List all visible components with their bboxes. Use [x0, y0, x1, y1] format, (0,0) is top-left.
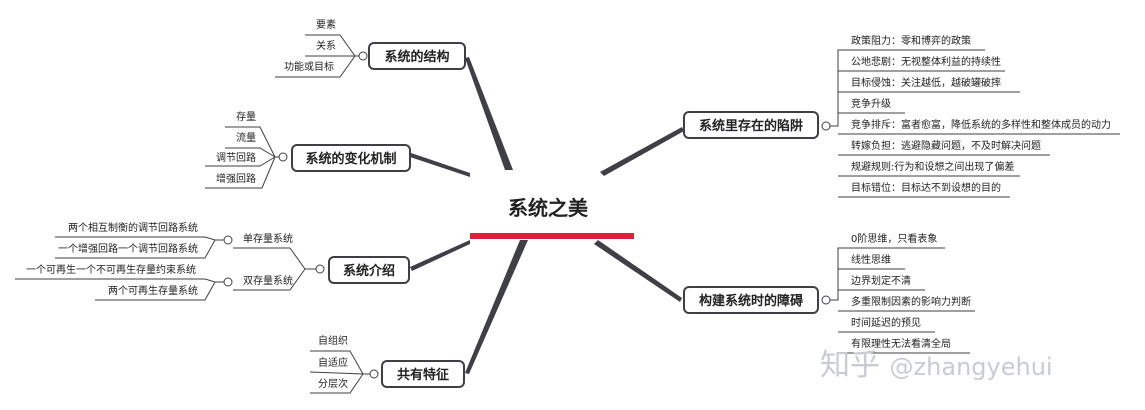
leaf-change-0: 存量 [236, 112, 256, 123]
leaf-traps-0: 政策阻力：零和博弈的政策 [851, 36, 971, 47]
leaf-change-3: 增强回路 [216, 174, 256, 185]
node-common[interactable]: 共有特征 [381, 360, 465, 388]
leaf-traps-5: 转嫁负担：逃避隐藏问题，不及时解决问题 [851, 141, 1041, 152]
root-title: 系统之美 [508, 196, 588, 220]
leaf-traps-3: 竞争升级 [851, 99, 891, 110]
link-root-structure [465, 57, 513, 170]
leaf-common-2: 分层次 [318, 379, 348, 390]
watermark-handle: @zhangyehui [889, 353, 1053, 381]
watermark-brand: 知乎 [820, 348, 880, 383]
group-intro-0: 单存量系统 [243, 234, 293, 245]
leaf-traps-6: 规避规则:行为和设想之间出现了偏差 [851, 162, 1015, 173]
leaf-structure-2: 功能或目标 [284, 62, 334, 73]
root-underline [470, 233, 634, 239]
link-root-obstacles [594, 240, 682, 302]
leaf-structure-1: 关系 [316, 41, 336, 52]
leaf-traps-1: 公地悲剧：无视整体利益的持续性 [851, 57, 1001, 68]
leaf-structure-0: 要素 [316, 20, 336, 31]
node-intro[interactable]: 系统介绍 [328, 256, 410, 284]
node-change[interactable]: 系统的变化机制 [291, 144, 411, 172]
group-intro-1: 双存量系统 [243, 276, 293, 287]
link-root-common [465, 240, 528, 374]
leaf-change-2: 调节回路 [216, 153, 256, 164]
leaf-obstacles-2: 边界划定不清 [851, 276, 911, 287]
leaf-obstacles-1: 线性思维 [851, 255, 891, 266]
node-structure[interactable]: 系统的结构 [368, 42, 466, 70]
link-root-traps [600, 127, 684, 176]
leaf-intro-1-0: 一个可再生一个不可再生存量约束系统 [26, 265, 196, 276]
link-root-change [410, 153, 470, 177]
leaf-traps-2: 目标侵蚀：关注越低，越破罐破摔 [851, 78, 1001, 89]
leaf-traps-7: 目标错位：目标达不到设想的目的 [851, 183, 1001, 194]
leaf-intro-0-1: 一个增强回路一个调节回路系统 [58, 244, 198, 255]
leaf-obstacles-3: 多重限制因素的影响力判断 [851, 297, 971, 308]
leaf-obstacles-0: 0阶思维，只看表象 [851, 234, 938, 245]
leaf-intro-0-0: 两个相互制衡的调节回路系统 [68, 223, 198, 234]
leaf-common-0: 自组织 [318, 336, 348, 347]
watermark: 知乎 @zhangyehui [820, 340, 1053, 384]
leaf-obstacles-5: 有限理性无法看清全局 [851, 339, 951, 350]
leaf-change-1: 流量 [236, 133, 256, 144]
leaf-obstacles-4: 时间延迟的预见 [851, 318, 921, 329]
node-obstacles[interactable]: 构建系统时的障碍 [683, 286, 819, 314]
leaf-traps-4: 竞争排斥：富者愈富，降低系统的多样性和整体成员的动力 [851, 120, 1111, 131]
node-traps[interactable]: 系统里存在的陷阱 [683, 111, 819, 139]
link-root-intro [410, 240, 470, 271]
leaf-common-1: 自适应 [318, 358, 348, 369]
leaf-intro-1-1: 两个可再生存量系统 [108, 286, 198, 297]
